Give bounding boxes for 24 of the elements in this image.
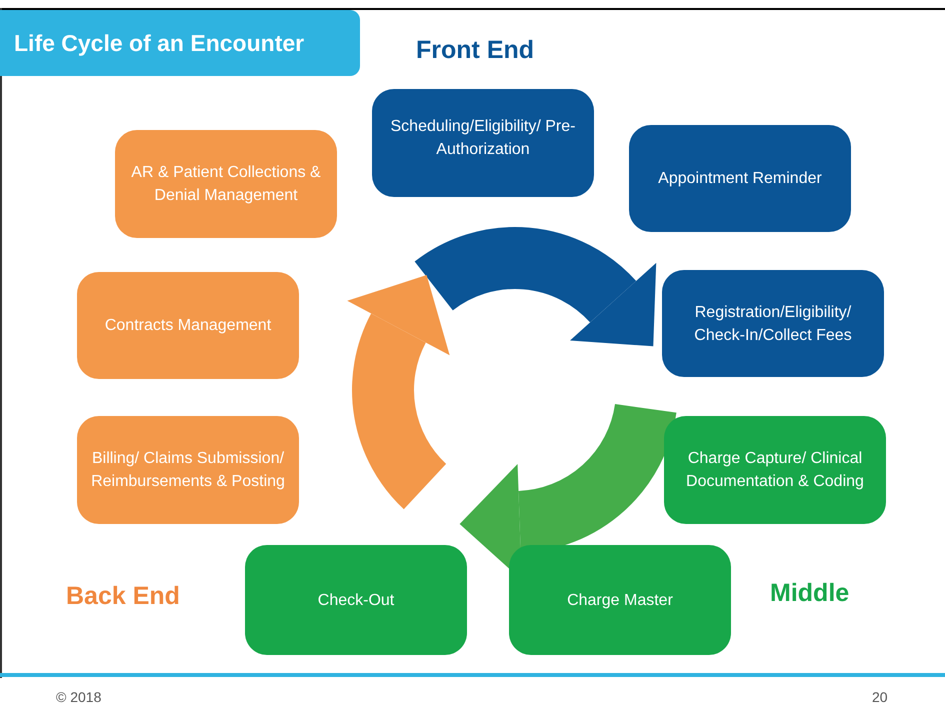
process-box xyxy=(662,270,884,377)
process-box xyxy=(77,272,299,379)
section-heading: Front End xyxy=(416,35,534,66)
box-text: Contracts Management xyxy=(104,316,272,336)
section-heading: Back End xyxy=(66,581,180,612)
box-text: AR & Patient Collections & Denial Management xyxy=(130,163,322,206)
process-box xyxy=(664,416,886,524)
box-text: Charge Master xyxy=(567,590,673,610)
box-text: Charge Capture/ Clinical Documentation & Coding xyxy=(685,449,865,492)
box-text: Check-Out xyxy=(318,590,394,610)
process-box xyxy=(629,125,851,232)
section-heading: Middle xyxy=(770,578,850,609)
process-box xyxy=(509,545,731,655)
process-box xyxy=(245,545,467,655)
title-text: Life Cycle of an Encounter xyxy=(14,28,304,58)
page-number: 20 xyxy=(872,688,888,707)
box-text: Registration/Eligibility/ Check-In/Collect Fees xyxy=(693,302,853,346)
process-box xyxy=(77,416,299,524)
copyright-text: © 2018 xyxy=(56,688,102,707)
box-text: Scheduling/Eligibility/ Pre-Authorization xyxy=(390,117,576,160)
process-box xyxy=(115,130,337,238)
process-box xyxy=(372,89,594,197)
box-text: Appointment Reminder xyxy=(658,169,822,189)
box-text: Billing/ Claims Submission/ Reimbursements & Posting xyxy=(90,449,286,492)
